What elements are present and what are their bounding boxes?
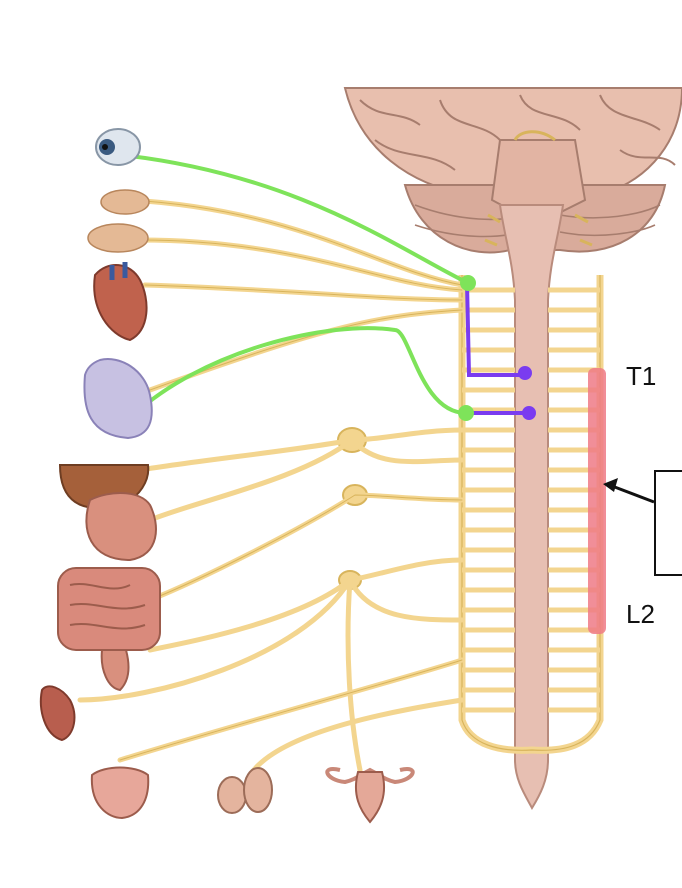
eye-icon [95, 128, 141, 166]
bladder-icon [90, 766, 150, 820]
callout-arrow [603, 478, 655, 504]
sympathetic-chain-left [458, 275, 604, 754]
spinal-nerve-rungs [462, 287, 600, 713]
preganglionic-pathway [465, 281, 536, 420]
lung-icon [83, 358, 153, 440]
label-t1: T1 [626, 361, 657, 391]
liver-stomach-icon [58, 464, 157, 562]
nerve-fiber-edges [119, 199, 463, 761]
spinal-cord [498, 204, 565, 811]
intestine-icon [57, 567, 161, 692]
lacrimal-salivary-gland-icon [87, 189, 150, 253]
heart-icon [93, 262, 148, 342]
postganglionic-pathway [120, 153, 476, 422]
brain [343, 87, 682, 254]
label-l2: L2 [626, 599, 655, 629]
lateral-horn-region [588, 368, 606, 634]
callout-box [654, 470, 682, 576]
uterus-icon [325, 767, 415, 824]
prevertebral-ganglia [337, 427, 368, 590]
kidney-icon [39, 685, 76, 742]
male-genitalia-icon [217, 767, 273, 814]
